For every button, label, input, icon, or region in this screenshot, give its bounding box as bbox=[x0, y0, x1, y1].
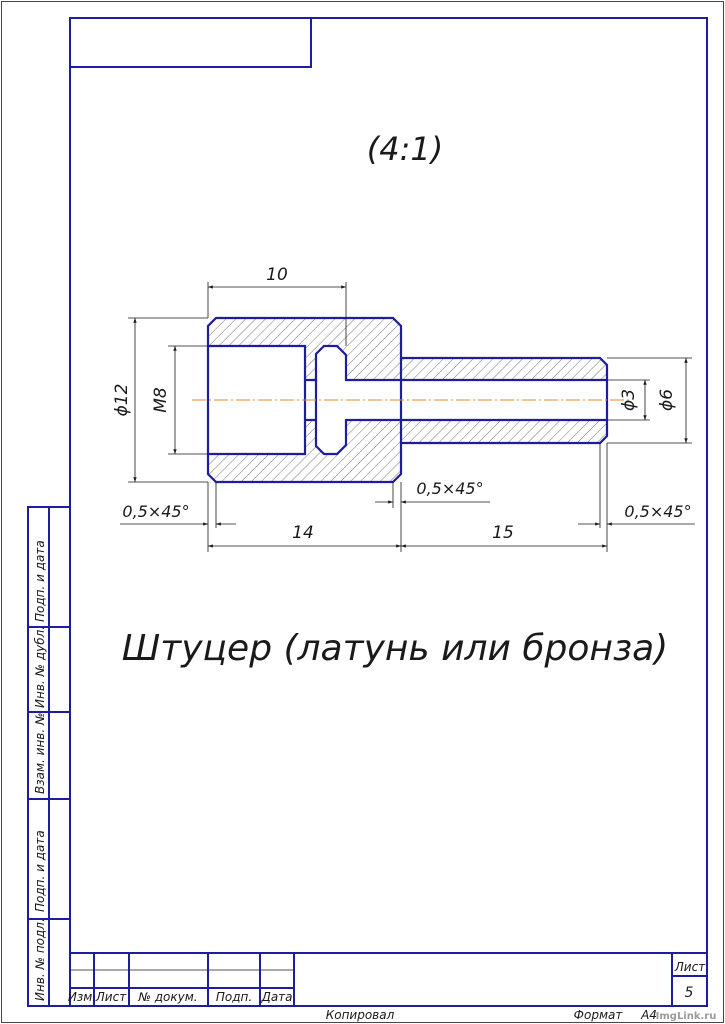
tb-doc-no: № докум. bbox=[137, 990, 197, 1004]
dim-thread: M8 bbox=[151, 387, 171, 413]
top-left-box bbox=[69, 17, 312, 68]
side-cell-podp-data-2: Подп. и дата bbox=[33, 540, 47, 622]
tb-sheet-number: 5 bbox=[685, 985, 694, 1001]
dimensions: 10 ϕ12 M8 ϕ3 ϕ6 0,5×45° bbox=[112, 265, 695, 552]
tb-sheet-label: Лист bbox=[674, 960, 706, 974]
dim-chamfer-left: 0,5×45° bbox=[122, 502, 189, 521]
footer-copied: Копировал bbox=[326, 1008, 395, 1022]
side-cell-inv-dubl: Инв. № дубл. bbox=[33, 626, 47, 708]
dim-len-shaft: 15 bbox=[492, 523, 514, 543]
title-block: Изм. Лист № докум. Подп. Дата Лист 5 bbox=[68, 952, 707, 1006]
scale-label: (4:1) bbox=[367, 130, 443, 168]
part-section bbox=[192, 316, 630, 484]
tb-podp: Подп. bbox=[216, 990, 252, 1004]
side-cell-podp-data-1: Подп. и дата bbox=[33, 830, 47, 912]
dim-len-head: 14 bbox=[292, 523, 314, 543]
footer-format-value: A4 bbox=[640, 1008, 657, 1022]
dim-dia-shaft: ϕ6 bbox=[657, 389, 677, 411]
side-stamp: Инв. № подл. Подп. и дата Взам. инв. № И… bbox=[27, 506, 71, 1007]
dim-top-length: 10 bbox=[266, 265, 288, 285]
dim-dia-outer: ϕ12 bbox=[112, 384, 132, 417]
footer-watermark: ImgLink.ru bbox=[656, 1011, 717, 1022]
drawing-title: Штуцер (латунь или бронза) bbox=[122, 628, 668, 669]
dim-chamfer-mid: 0,5×45° bbox=[416, 479, 483, 498]
side-cell-inv-podl: Инв. № подл. bbox=[33, 918, 47, 1001]
tb-list: Лист bbox=[95, 990, 127, 1004]
tb-data: Дата bbox=[260, 990, 292, 1004]
dim-dia-bore: ϕ3 bbox=[619, 389, 639, 411]
footer-format-label: Формат bbox=[574, 1008, 624, 1022]
dim-chamfer-right: 0,5×45° bbox=[624, 502, 691, 521]
tb-izm: Изм. bbox=[68, 990, 96, 1004]
side-cell-vzam-inv: Взам. инв. № bbox=[33, 713, 47, 794]
